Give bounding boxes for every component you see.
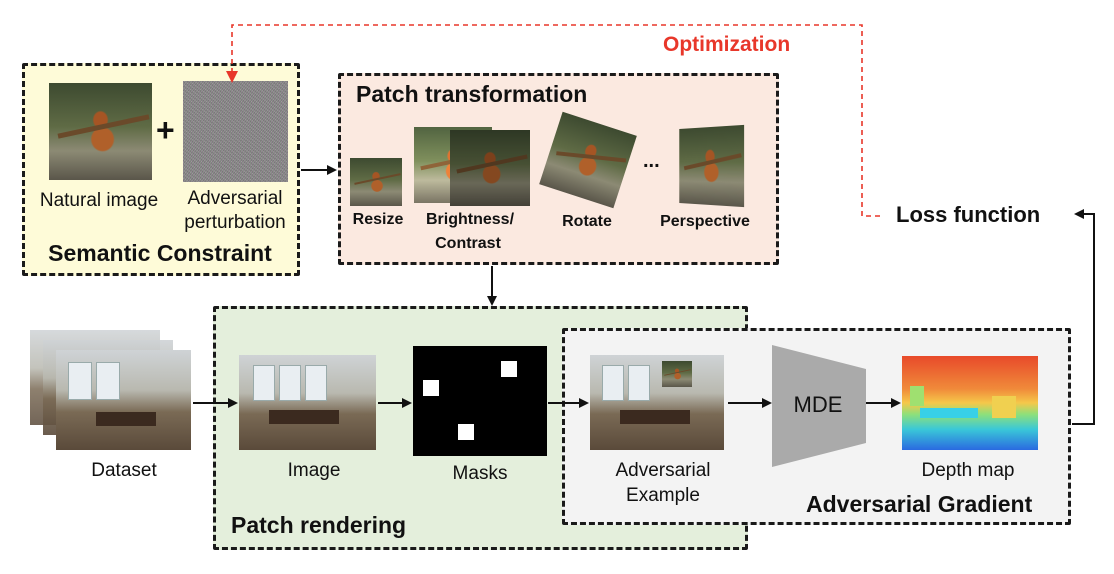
plus-sign: + [156,112,175,148]
masks-label: Masks [452,463,508,484]
adversarial-perturbation-label-2: perturbation [184,212,286,233]
depth-map-image [902,356,1038,450]
rendering-image [239,355,376,450]
rotate-label: Rotate [562,213,612,230]
mde-label: MDE [793,392,843,417]
perspective-patch [679,124,745,208]
natural-image-label: Natural image [39,190,159,211]
optimization-label: Optimization [663,33,791,56]
adversarial-example-label-2: Example [626,485,700,506]
adversarial-perturbation-image [183,81,288,182]
image-label: Image [287,460,341,481]
natural-image [49,83,152,180]
arrow-depth-to-loss [1072,209,1095,425]
semantic-constraint-title: Semantic Constraint [48,240,272,266]
adversarial-gradient-title: Adversarial Gradient [806,491,1033,517]
masks-image [413,346,547,456]
dataset-label: Dataset [91,460,157,481]
adversarial-example-label-1: Adversarial [615,460,711,481]
loss-function-label: Loss function [896,202,1041,227]
brightness-label-2: Contrast [435,235,501,252]
adversarial-example-image [590,355,724,450]
brightness-label-1: Brightness/ [425,211,515,228]
resize-label: Resize [352,211,404,228]
brightness-patch-front [450,130,530,206]
resized-patch [350,158,402,206]
adversarial-perturbation-label-1: Adversarial [187,188,283,209]
depth-map-label: Depth map [921,460,1015,481]
perspective-label: Perspective [660,213,750,230]
patch-transformation-title: Patch transformation [356,81,588,107]
ellipsis: ... [643,150,660,172]
mde-network-shape [772,345,866,467]
patch-rendering-title: Patch rendering [231,512,407,538]
dataset-image-1 [56,350,191,450]
